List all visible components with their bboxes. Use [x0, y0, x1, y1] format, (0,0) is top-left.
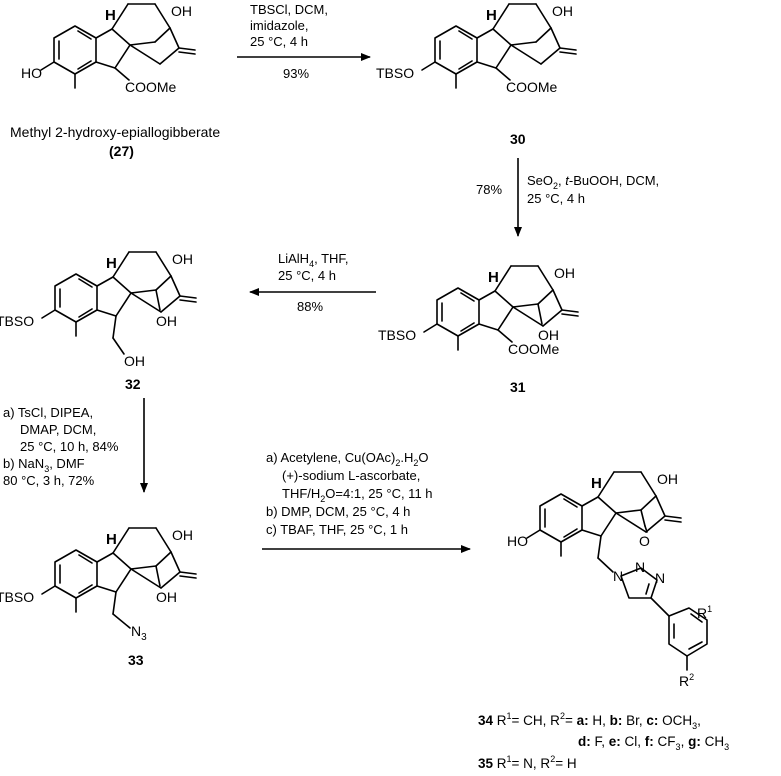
step1-yield: 93% [283, 66, 309, 81]
hydroxyl-label-30: OH [552, 3, 573, 19]
tbso-label-32: TBSO [0, 313, 34, 329]
step3-reagents: LiAlH4, THF, [278, 251, 349, 269]
step2-reagents: SeO2, t-BuOOH, DCM, [527, 173, 659, 191]
legend-34-line2: d: F, e: Cl, f: CF3, g: CH3 [578, 734, 729, 752]
hydroxyl2-label-32: OH [156, 313, 177, 329]
compound-32-label: 32 [125, 376, 141, 392]
tbso-label-33: TBSO [0, 589, 34, 605]
tbso-label-31: TBSO [378, 327, 416, 343]
compound-33: H OH OH TBSO N3 [0, 527, 197, 643]
h-label-33: H [106, 531, 117, 548]
step1-reagent-1: TBSCl, DCM, [250, 2, 328, 17]
r1-label-34: R1 [697, 604, 712, 621]
hydroxyl-label-31: OH [554, 265, 575, 281]
compound-27: H OH HO COOMe [21, 3, 196, 95]
hydroxyl-label-34: OH [657, 471, 678, 487]
hydroxy-aryl-label-27: HO [21, 65, 42, 81]
hydroxy-aryl-label-34: HO [507, 533, 528, 549]
ester-label-31: COOMe [508, 341, 560, 357]
triazole-n1-label: N [613, 568, 623, 584]
compound-32: H OH OH TBSO OH [0, 251, 197, 369]
ester-label-30: COOMe [506, 79, 558, 95]
h-label-32: H [106, 255, 117, 272]
h-label-27: H [105, 7, 116, 24]
compound-27-label: (27) [109, 143, 134, 159]
hydroxyl-label-27: OH [171, 3, 192, 19]
ester-label-27: COOMe [125, 79, 177, 95]
step5-a-2: (+)-sodium L-ascorbate, [282, 468, 420, 483]
ch2oh-label-32: OH [124, 353, 145, 369]
hydroxyl2-label-31: OH [538, 327, 559, 343]
step4-a-3: 25 °C, 10 h, 84% [20, 439, 119, 454]
legend-34-line1: 34 R1= CH, R2= a: H, b: Br, c: OCH3, [478, 711, 701, 731]
hydroxyl-label-32: OH [172, 251, 193, 267]
triazole-n3-label: N [655, 570, 665, 586]
step4-a-2: DMAP, DCM, [20, 422, 96, 437]
compound-34: H OH HO O N N N R1 R2 [507, 471, 712, 689]
tbso-label-30: TBSO [376, 65, 414, 81]
azide-label-33: N3 [131, 623, 147, 643]
compound-33-label: 33 [128, 652, 144, 668]
step5-a-1: a) Acetylene, Cu(OAc)2.H2O [266, 450, 428, 468]
compound-30-label: 30 [510, 131, 526, 147]
compound-27-name: Methyl 2-hydroxy-epiallogibberate [10, 124, 220, 140]
hydroxyl2-label-33: OH [156, 589, 177, 605]
ketone-o-label-34: O [639, 533, 650, 549]
legend-35: 35 R1= N, R2= H [478, 754, 577, 771]
step4-b-2: 80 °C, 3 h, 72% [3, 473, 95, 488]
hydroxyl-label-33: OH [172, 527, 193, 543]
triazole-n2-label: N [635, 559, 645, 575]
step4-a-1: a) TsCl, DIPEA, [3, 405, 93, 420]
step1-conditions: 25 °C, 4 h [250, 34, 308, 49]
h-label-34: H [591, 475, 602, 492]
step5-b: b) DMP, DCM, 25 °C, 4 h [266, 504, 410, 519]
h-label-30: H [486, 7, 497, 24]
compound-31-label: 31 [510, 379, 526, 395]
step2-conditions: 25 °C, 4 h [527, 191, 585, 206]
step1-reagent-2: imidazole, [250, 18, 309, 33]
compound-30: H OH TBSO COOMe [376, 3, 577, 95]
step5-a-3: THF/H2O=4:1, 25 °C, 11 h [282, 486, 433, 504]
step3-yield: 88% [297, 299, 323, 314]
step2-yield: 78% [476, 182, 502, 197]
compound-31: H OH OH TBSO COOMe [378, 265, 579, 357]
r2-label-34: R2 [679, 672, 694, 689]
step4-b-1: b) NaN3, DMF [3, 456, 85, 474]
h-label-31: H [488, 269, 499, 286]
step5-c: c) TBAF, THF, 25 °C, 1 h [266, 522, 408, 537]
step3-conditions: 25 °C, 4 h [278, 268, 336, 283]
